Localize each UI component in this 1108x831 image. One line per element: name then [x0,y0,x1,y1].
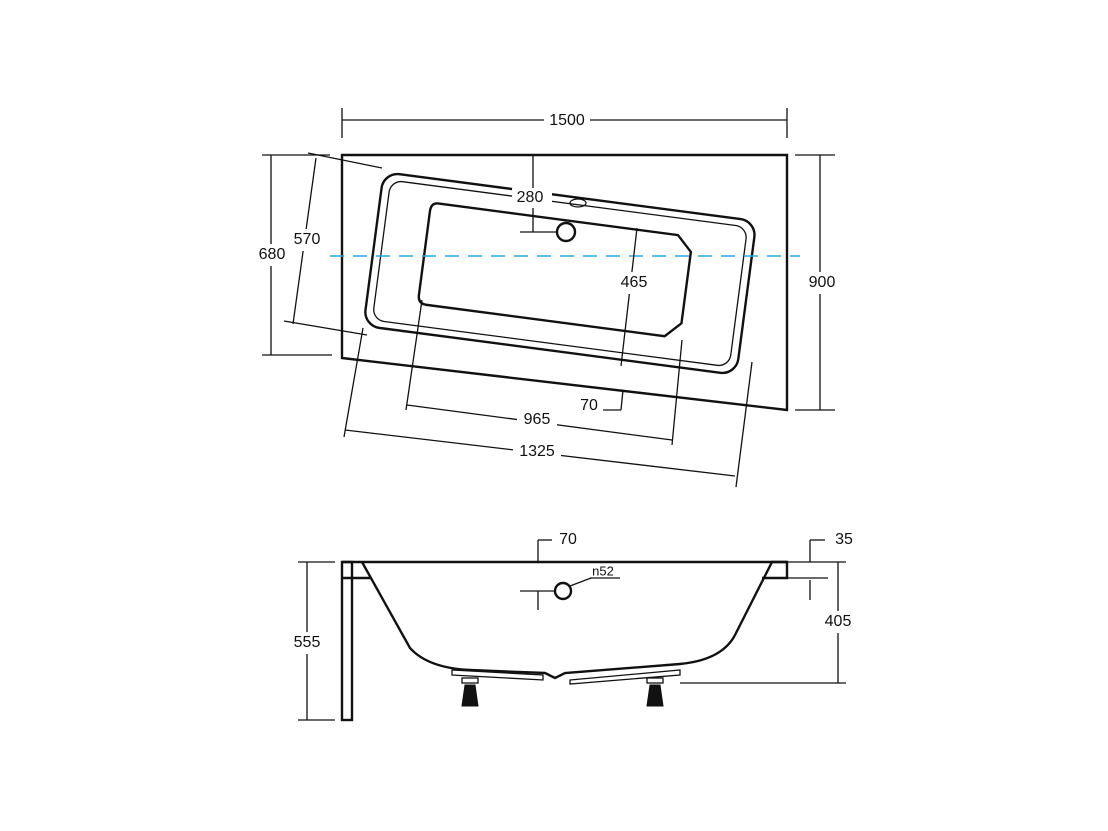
foot-left [461,677,479,707]
drain-hole [555,221,577,243]
tub-outline [340,153,789,412]
top-view: 1500 280 680 570 [252,108,842,488]
dim-680: 680 [259,246,286,263]
overflow-hole-side [553,581,573,601]
dim-1325: 1325 [519,443,555,460]
dim-555: 555 [294,634,321,651]
tub-bowl [360,561,774,680]
foot-right [646,677,664,707]
dim-1500: 1500 [549,112,585,129]
dim-70-side: 70 [559,531,577,548]
dim-465: 465 [621,274,648,291]
side-panel [340,560,354,722]
dim-570: 570 [294,231,321,248]
dim-965: 965 [524,411,551,428]
tub-basin [417,202,693,338]
overflow-hole [569,198,587,208]
dim-900: 900 [809,274,836,291]
dim-35: 35 [835,531,853,548]
side-view: n52 70 35 405 555 [287,531,858,722]
dim-n52: n52 [592,563,614,578]
dim-280: 280 [517,189,544,206]
tub-rim [364,172,756,375]
dim-405: 405 [825,613,852,630]
dim-70-top: 70 [580,397,598,414]
